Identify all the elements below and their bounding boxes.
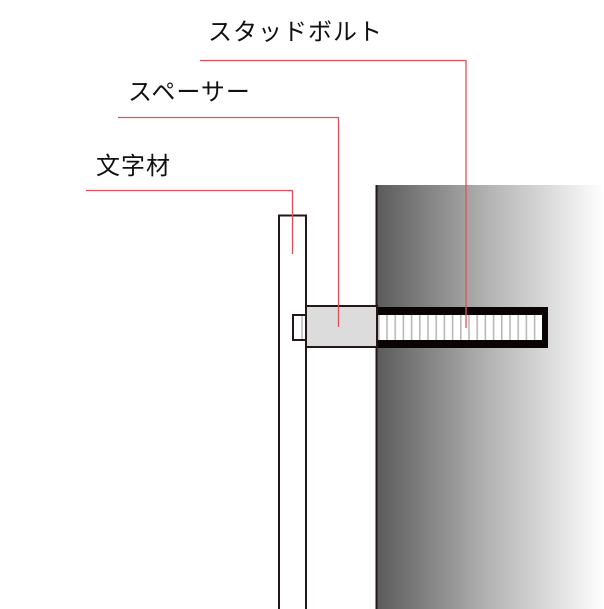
- wall: [375, 185, 604, 609]
- leader-line-letter-material: [86, 189, 294, 254]
- label-spacer: スペーサー: [128, 78, 251, 106]
- label-stud-bolt: スタッドボルト: [208, 18, 383, 46]
- letter-material: [278, 214, 307, 609]
- stud-bolt: [377, 307, 548, 348]
- leader-line-spacer: [118, 116, 340, 327]
- nut: [292, 314, 307, 341]
- leader-line-stud-bolt: [200, 59, 467, 328]
- spacer: [305, 305, 378, 348]
- leader-lines: [86, 59, 467, 328]
- label-letter-material: 文字材: [96, 152, 171, 180]
